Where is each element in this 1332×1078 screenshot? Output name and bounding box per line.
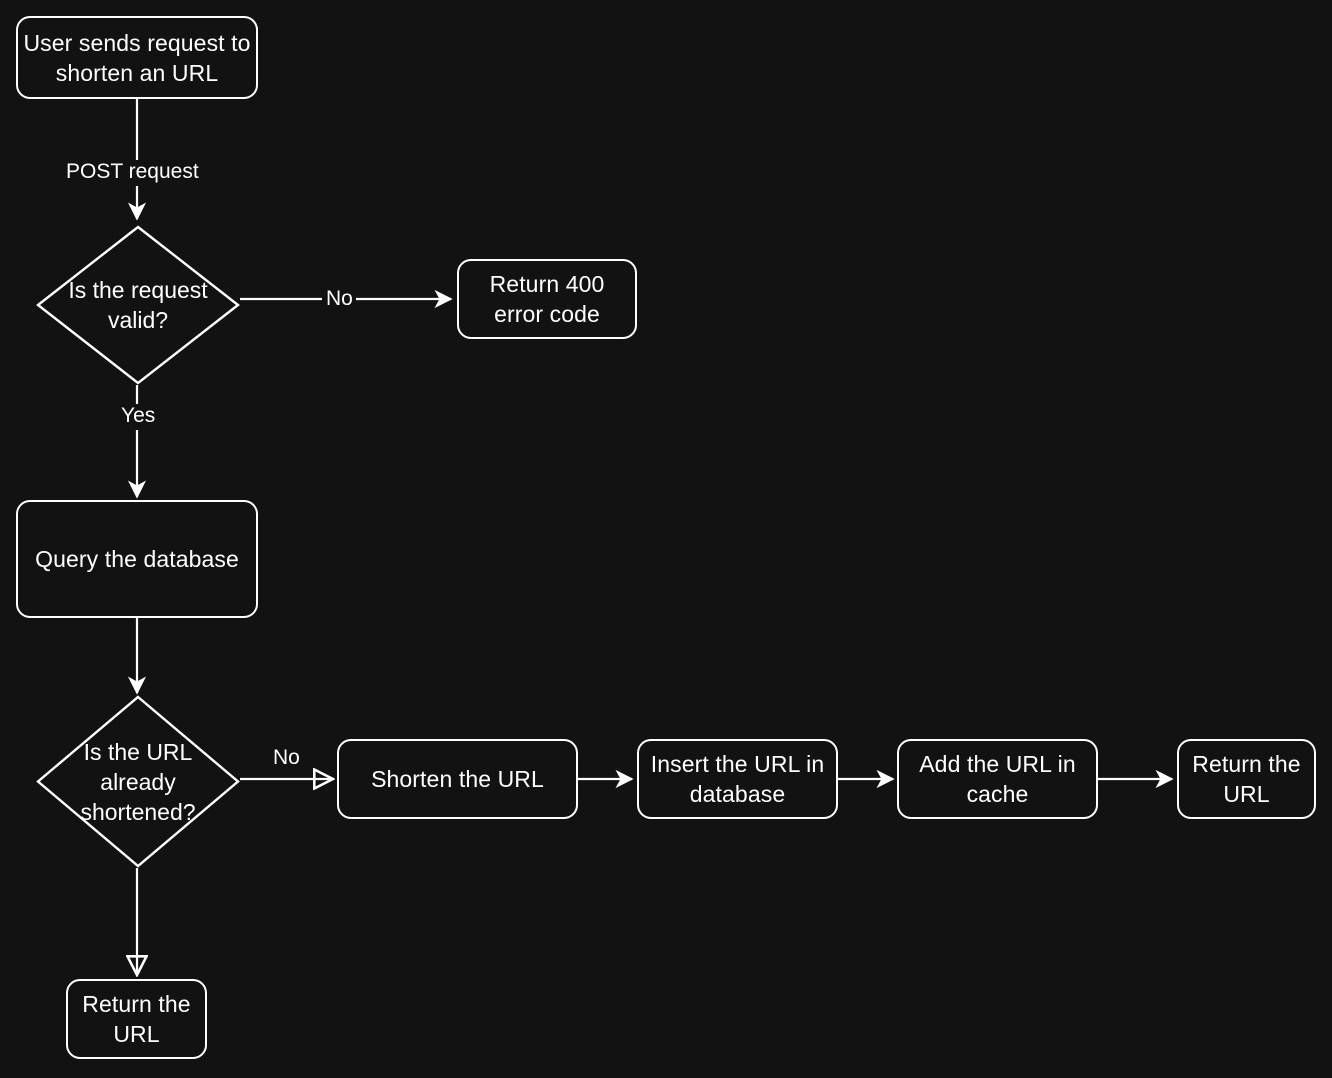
node-query-the-database[interactable]: Query the database xyxy=(16,500,258,618)
node-line-2: valid? xyxy=(107,307,169,333)
node-line-2: shorten an URL xyxy=(55,59,219,86)
node-line-2: error code xyxy=(494,301,600,327)
edge-label-yes-valid: Yes xyxy=(118,404,159,428)
edge-label-post-request: POST request xyxy=(63,160,202,184)
node-user-sends-request[interactable]: User sends request to shorten an URL xyxy=(16,16,258,99)
edge-label-no-already: No xyxy=(270,746,303,770)
node-label-request-valid: Is the request valid? xyxy=(68,275,207,335)
node-return-the-url-bottom[interactable]: Return the URL xyxy=(66,979,207,1059)
node-line-1: Add the URL in xyxy=(919,751,1076,777)
node-line-1: User sends request to xyxy=(23,29,251,56)
node-line-2: URL xyxy=(113,1021,160,1047)
node-line-2: database xyxy=(689,781,786,807)
node-is-request-valid[interactable]: Is the request valid? xyxy=(36,225,240,385)
node-insert-url-in-database[interactable]: Insert the URL in database xyxy=(637,739,838,819)
node-return-the-url-right[interactable]: Return the URL xyxy=(1177,739,1316,819)
node-is-url-already-shortened[interactable]: Is the URL already shortened? xyxy=(36,695,240,868)
node-line-1: Return the xyxy=(82,991,191,1017)
node-line-1: Shorten the URL xyxy=(371,766,544,792)
node-line-3: shortened? xyxy=(80,798,196,825)
diamond-shape-request-valid xyxy=(36,225,240,385)
node-line-2: cache xyxy=(966,781,1029,807)
node-line-1: Return 400 xyxy=(489,271,605,297)
node-line-1: Insert the URL in xyxy=(650,751,825,777)
diamond-shape-url-shortened xyxy=(36,695,240,868)
node-add-url-in-cache[interactable]: Add the URL in cache xyxy=(897,739,1098,819)
edge-label-no-valid: No xyxy=(323,287,356,311)
node-line-2: already xyxy=(100,768,176,795)
node-return-400-error[interactable]: Return 400 error code xyxy=(457,259,637,339)
node-shorten-the-url[interactable]: Shorten the URL xyxy=(337,739,578,819)
node-line-1: Query the database xyxy=(35,546,239,572)
node-line-1: Is the URL xyxy=(83,738,193,765)
node-line-2: URL xyxy=(1223,781,1270,807)
node-line-1: Return the xyxy=(1192,751,1301,777)
node-label-url-shortened: Is the URL already shortened? xyxy=(80,737,195,827)
node-line-1: Is the request xyxy=(68,277,208,303)
